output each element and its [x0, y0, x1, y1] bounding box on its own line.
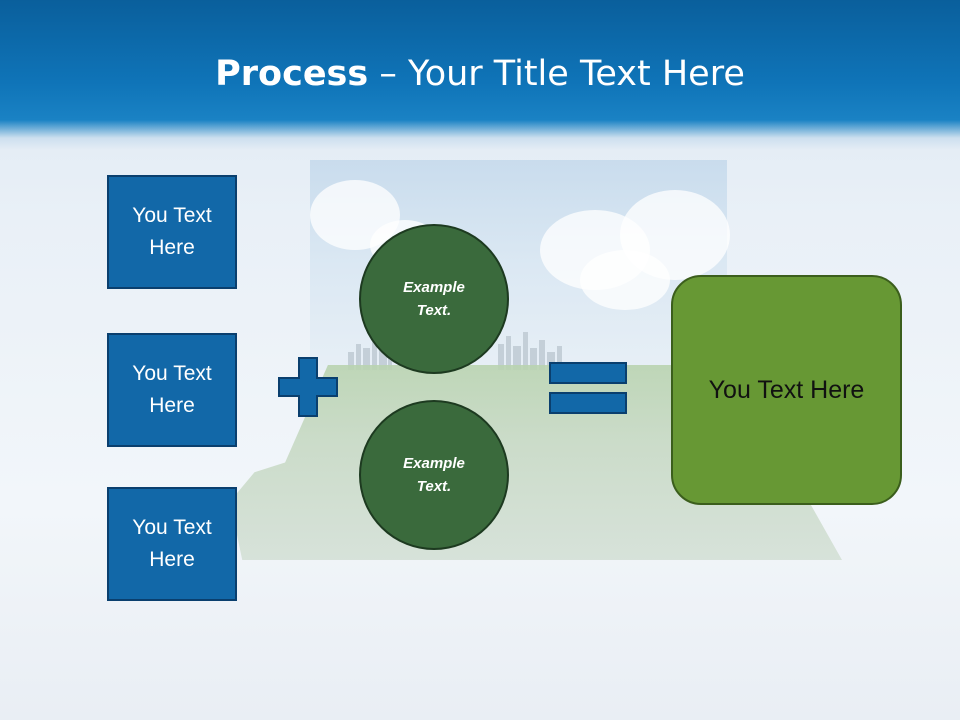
circle-2-line1: Example	[403, 455, 465, 472]
title-bar	[0, 0, 960, 150]
text-box-1-line2: Here	[149, 236, 195, 259]
title-bold: Process	[215, 54, 369, 94]
circle-2-line2: Text.	[416, 478, 452, 495]
title-rest: – Your Title Text Here	[368, 54, 745, 94]
plus-icon	[278, 357, 338, 417]
text-box-2-line2: Here	[149, 394, 195, 417]
circle-1-line2: Text.	[416, 302, 452, 319]
equals-icon	[549, 362, 627, 414]
text-box-3-line1: You Text	[132, 516, 212, 539]
text-box-2-line1: You Text	[132, 362, 212, 385]
text-box-1-line1: You Text	[132, 204, 212, 227]
text-box-3-line2: Here	[149, 548, 195, 571]
result-text: You Text Here	[708, 375, 865, 404]
slide-title: Process – Your Title Text Here	[0, 52, 960, 96]
result-box: You Text Here	[671, 275, 902, 505]
circle-1-line1: Example	[403, 279, 465, 296]
